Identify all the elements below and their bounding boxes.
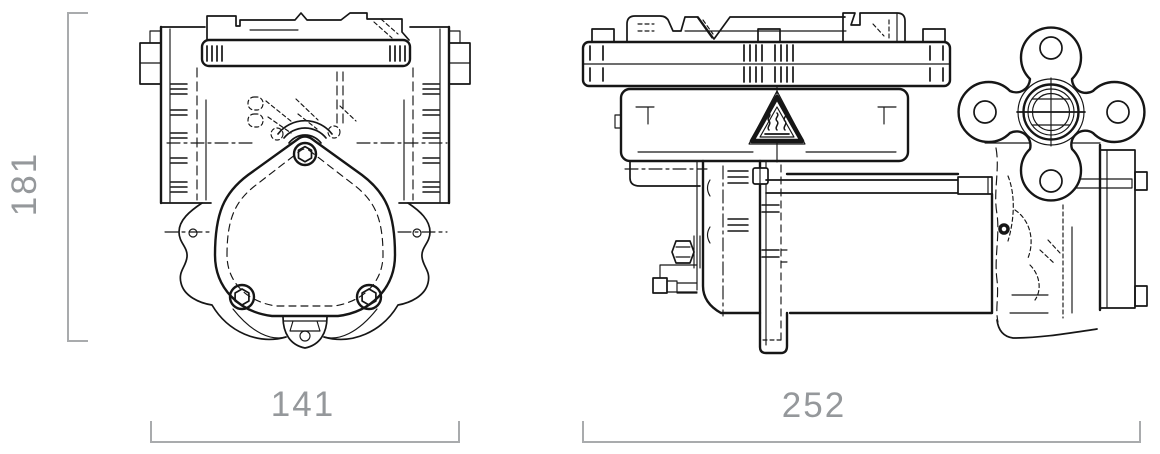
front-view-drawing	[139, 12, 471, 349]
side-view-drawing	[581, 12, 1148, 355]
dimension-bracket-front-width	[150, 421, 460, 443]
dimension-front-width-label: 141	[270, 385, 336, 424]
dimension-height-label: 181	[5, 151, 44, 217]
dimension-side-width-label: 252	[781, 386, 847, 425]
dimension-bracket-side-width	[582, 421, 1141, 443]
dimension-brackets	[67, 12, 1141, 443]
hot-surface-warning-icon	[748, 85, 806, 163]
dimension-bracket-height	[67, 12, 88, 342]
